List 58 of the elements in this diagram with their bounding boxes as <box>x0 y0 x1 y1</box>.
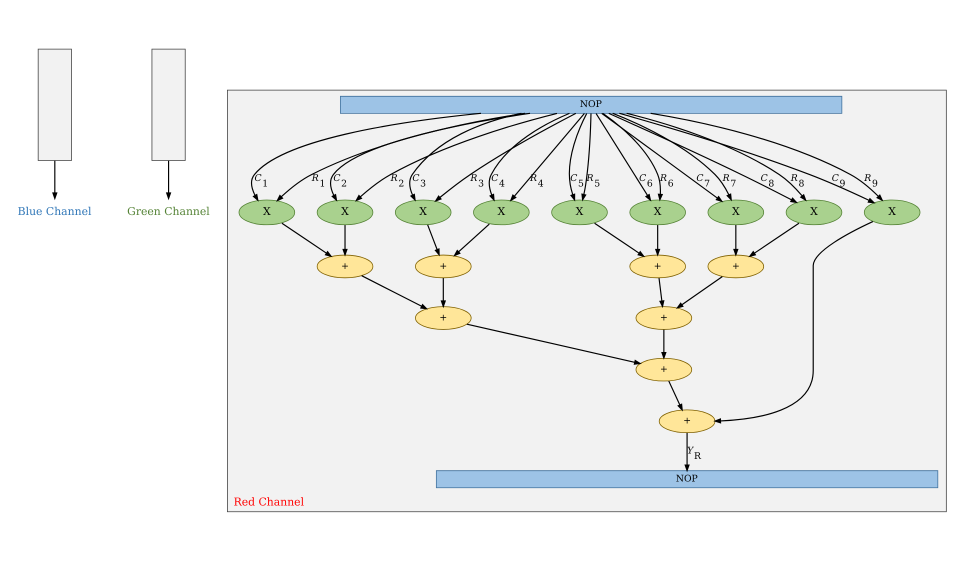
arrow <box>596 113 652 202</box>
arrow <box>568 113 588 202</box>
node-ellipse: X <box>394 200 452 226</box>
arrow <box>440 278 446 308</box>
arrow <box>409 112 522 202</box>
node-text: Green Channel <box>127 205 210 218</box>
arrow <box>733 225 739 257</box>
node-ellipse: + <box>708 254 764 278</box>
arrow <box>488 112 570 202</box>
arrow <box>619 112 876 204</box>
node-box: NOP <box>340 96 842 114</box>
node-ellipse: X <box>786 200 842 226</box>
arrow <box>510 113 585 202</box>
node-ellipse: + <box>636 358 692 382</box>
node-ellipse: + <box>636 306 692 330</box>
node-ellipse: X <box>551 200 608 226</box>
node-ellipse: X <box>238 200 296 226</box>
arrow <box>601 112 724 202</box>
node-text: Blue Channel <box>18 205 92 218</box>
arrow <box>650 112 884 202</box>
node-ellipse: X <box>316 200 374 226</box>
node-box: NOP <box>436 470 938 488</box>
node-ellipse: + <box>415 254 472 278</box>
arrow <box>658 278 664 308</box>
arrow <box>166 160 172 200</box>
arrow <box>354 112 558 202</box>
arrow <box>612 112 732 202</box>
arrow <box>250 112 482 202</box>
arrow <box>282 222 332 258</box>
arrow <box>466 324 642 365</box>
node-ellipse: + <box>415 306 472 330</box>
node-ellipse: X <box>708 200 764 226</box>
arrow <box>427 224 440 256</box>
node-ellipse: X <box>473 200 530 226</box>
arrow <box>330 112 530 202</box>
arrow <box>654 225 660 257</box>
arrow <box>684 432 690 472</box>
arrow <box>453 224 490 257</box>
node-ellipse: + <box>658 410 716 434</box>
node-box <box>152 48 186 161</box>
arrow <box>676 276 723 309</box>
arrow <box>434 112 576 202</box>
arrow <box>276 112 526 202</box>
node-ellipse: + <box>629 254 686 278</box>
node-ellipse: X <box>629 200 686 226</box>
arrow <box>748 222 800 258</box>
arrow <box>594 222 646 258</box>
arrow <box>52 160 58 200</box>
arrow <box>713 221 874 424</box>
node-ellipse: X <box>864 200 920 226</box>
arrow <box>361 275 428 310</box>
arrow <box>661 330 667 360</box>
arrow <box>342 225 348 257</box>
arrow <box>581 113 592 202</box>
arrow <box>602 112 664 202</box>
arrow <box>668 380 683 412</box>
node-box <box>38 48 72 161</box>
node-ellipse: + <box>316 254 374 278</box>
